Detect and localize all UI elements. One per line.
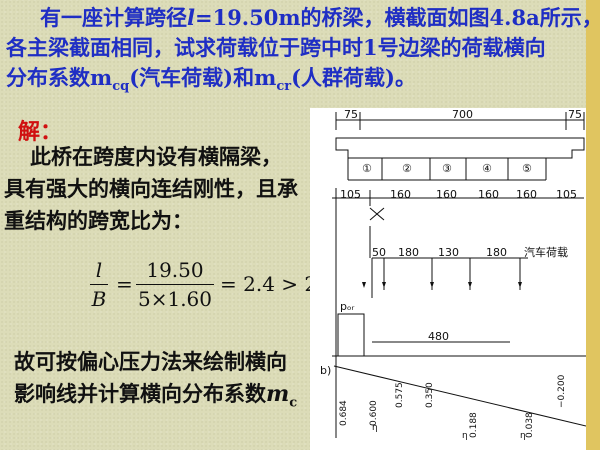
spacing-dim-6: 105 xyxy=(556,188,577,201)
ordinate-0350: 0.350 xyxy=(425,382,435,408)
girder-label-1: ① xyxy=(362,162,372,175)
ordinate-0684: 0.684 xyxy=(339,400,349,426)
problem-line-3: 分布系数mcq(汽车荷载)和mcr(人群荷载)。 xyxy=(6,65,416,94)
eta-label-3: η xyxy=(520,431,526,441)
spacing-dim-4: 160 xyxy=(478,188,499,201)
formula-l: l xyxy=(95,258,103,282)
cross-section-diagram: 75 700 75 ① ② ③ ④ ⑤ 105 160 160 160 160 … xyxy=(310,108,586,450)
problem-line-2: 各主梁截面相同，试求荷载位于跨中时1号边梁的荷载横向 xyxy=(6,35,546,60)
spacing-dim-5: 160 xyxy=(516,188,537,201)
formula-result: = 2.4 > 2 xyxy=(220,272,318,296)
formula-b: B xyxy=(91,287,107,311)
explanation-line-3: 重结构的跨宽比为： xyxy=(4,208,193,233)
dim-top-left: 75 xyxy=(344,108,358,121)
span-dim: 480 xyxy=(428,330,449,343)
load-dim-2: 180 xyxy=(398,246,419,259)
panel-label-b: b) xyxy=(320,364,331,377)
eta-label-2: η xyxy=(462,431,468,441)
solution-label: 解： xyxy=(18,119,63,145)
load-dim-4: 180 xyxy=(486,246,507,259)
influence-line-svg: 75 700 75 ① ② ③ ④ ⑤ 105 160 160 160 160 … xyxy=(320,108,586,441)
ordinate-neg0200: −0.200 xyxy=(557,374,567,408)
ordinate-0188: 0.188 xyxy=(469,412,479,438)
ordinate-0575: 0.575 xyxy=(395,382,405,408)
problem-line-1: 有一座计算跨径l=19.50m的桥梁，横截面如图4.8a所示， xyxy=(40,5,600,30)
load-dim-3: 130 xyxy=(438,246,459,259)
spacing-dim-2: 160 xyxy=(390,188,411,201)
girder-label-5: ⑤ xyxy=(522,162,532,175)
girder-label-4: ④ xyxy=(482,162,492,175)
spacing-dim-3: 160 xyxy=(436,188,457,201)
dim-top-right: 75 xyxy=(568,108,582,121)
right-accent-bar xyxy=(586,0,600,450)
formula-denominator: 5×1.60 xyxy=(137,287,212,311)
ordinate-0038: 0.038 xyxy=(525,412,535,438)
conclusion-line-2: 影响线并计算横向分布系数mc xyxy=(14,381,298,411)
eta-label-1: η xyxy=(372,423,378,433)
crowd-load-label: pₒᵣ xyxy=(340,300,355,313)
conclusion-line-1: 故可按偏心压力法来绘制横向 xyxy=(14,349,287,374)
explanation-line-2: 具有强大的横向连结刚性，且承 xyxy=(4,176,298,201)
explanation-line-1: 此桥在跨度内设有横隔梁， xyxy=(30,144,282,169)
girder-label-2: ② xyxy=(402,162,412,175)
formula-equals: = xyxy=(116,272,133,296)
load-dim-1: 50 xyxy=(372,246,386,259)
formula-numerator: 19.50 xyxy=(146,258,204,282)
dim-top-middle: 700 xyxy=(452,108,473,121)
load-label: 汽车荷载 xyxy=(524,245,568,259)
ordinate-0600: 0.600 xyxy=(369,400,379,426)
girder-label-3: ③ xyxy=(442,162,452,175)
spacing-dim-1: 105 xyxy=(340,188,361,201)
